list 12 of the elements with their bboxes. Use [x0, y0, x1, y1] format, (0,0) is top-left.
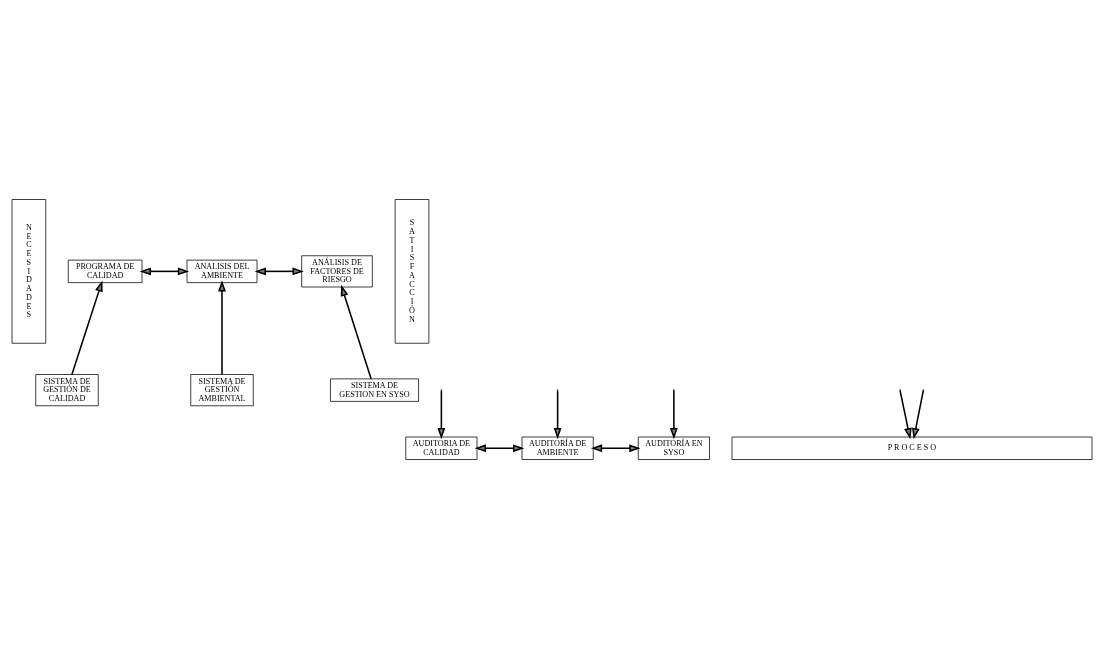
arrow [590, 443, 641, 452]
arrow [899, 389, 912, 439]
arrow [474, 443, 525, 452]
arrow [669, 389, 678, 439]
arrow [911, 389, 924, 439]
arrow [218, 279, 226, 375]
arrow [139, 266, 190, 275]
arrow [254, 266, 304, 275]
arrow [437, 389, 446, 439]
arrow [553, 389, 562, 439]
arrow [340, 284, 372, 380]
arrow [71, 279, 103, 375]
